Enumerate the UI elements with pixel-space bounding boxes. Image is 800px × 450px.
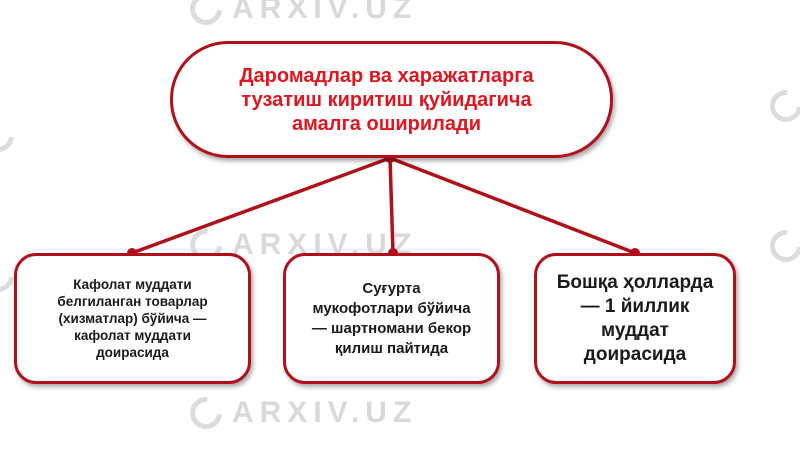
- watermark: ARXIV.UZ: [183, 0, 417, 32]
- branch-node-insurance: Суғурта мукофотлари бўйича — шартномани …: [283, 253, 500, 384]
- root-node: Даромадлар ва харажатларга тузатиш кирит…: [170, 41, 613, 158]
- branch-node-label: Суғурта мукофотлари бўйича — шартномани …: [311, 279, 472, 357]
- branch-node-other: Бошқа ҳолларда — 1 йиллик муддат доираси…: [534, 253, 736, 384]
- connector-line: [131, 156, 391, 255]
- watermark: ARXIV.UZ: [183, 390, 417, 436]
- connector-line: [389, 156, 636, 255]
- branch-node-warranty: Кафолат муддати белгиланган товарлар (хи…: [14, 253, 251, 384]
- branch-node-label: Бошқа ҳолларда — 1 йиллик муддат доираси…: [556, 271, 714, 365]
- branch-node-label: Кафолат муддати белгиланган товарлар (хи…: [57, 277, 208, 360]
- connector-line: [388, 157, 395, 254]
- root-node-label: Даромадлар ва харажатларга тузатиш кирит…: [239, 64, 534, 135]
